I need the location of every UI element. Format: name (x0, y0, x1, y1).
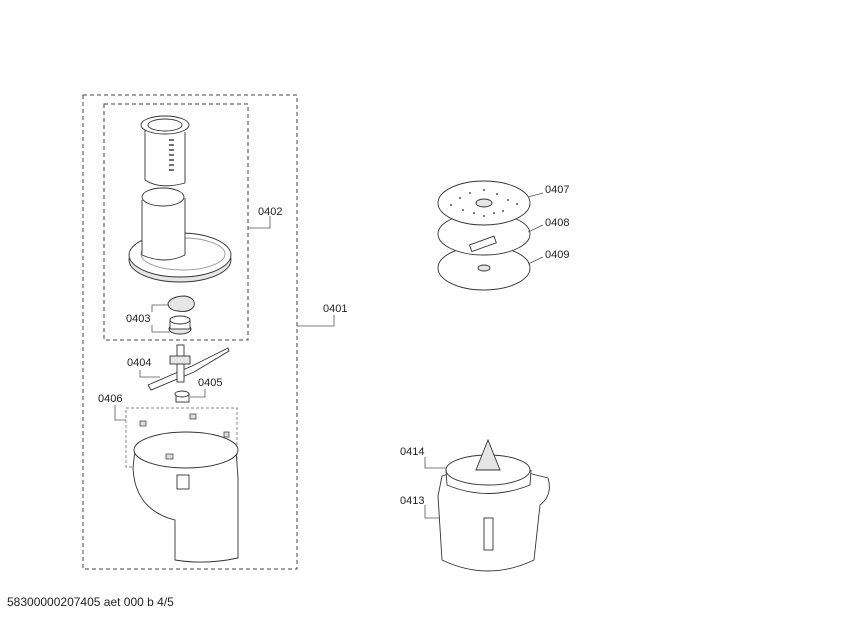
juicer-cone-sieve (445, 438, 532, 494)
assembly-box-0402 (103, 103, 249, 341)
label-0402: 0402 (258, 206, 282, 218)
lid-with-feed-tube (128, 187, 232, 283)
label-0403: 0403 (126, 313, 150, 325)
label-0405: 0405 (198, 377, 222, 389)
label-0414: 0414 (400, 446, 424, 458)
label-0406: 0406 (98, 393, 122, 405)
label-0409: 0409 (545, 249, 569, 261)
food-pusher (140, 115, 190, 187)
document-footer-code: 58300000207405 aet 000 b 4/5 (7, 595, 174, 609)
label-0401: 0401 (323, 303, 347, 315)
label-0404: 0404 (127, 357, 151, 369)
disc-0408 (437, 212, 531, 256)
label-0408: 0408 (545, 217, 569, 229)
drive-coupling (167, 295, 195, 335)
label-0413: 0413 (400, 495, 424, 507)
disc-0407 (437, 180, 531, 226)
bowl (132, 413, 239, 563)
label-0407: 0407 (545, 184, 569, 196)
assembly-box-0401 (82, 94, 298, 570)
blade-cap (174, 390, 190, 403)
leader-lines (114, 192, 544, 519)
blade (147, 344, 230, 391)
